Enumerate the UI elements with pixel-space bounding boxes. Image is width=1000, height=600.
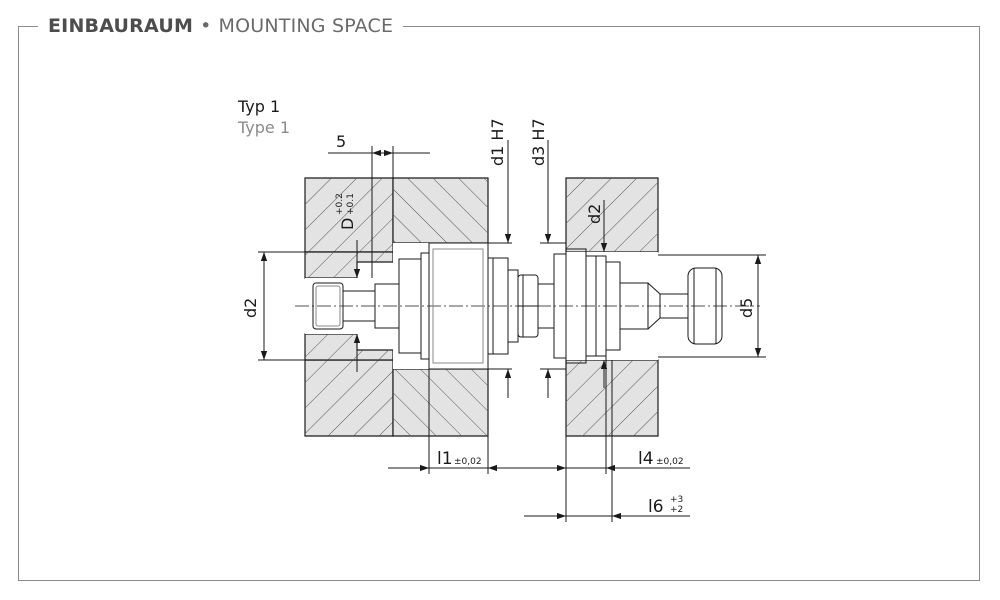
dimension-5 — [328, 146, 430, 278]
left-plate-hatch — [305, 178, 393, 436]
dimension-l4-label: l4 — [638, 449, 654, 469]
dimension-d2-left-label: d2 — [241, 298, 260, 318]
dimension-d1-label: d1 H7 — [488, 118, 507, 166]
dimension-l6-tol-upper: +3 — [670, 495, 683, 505]
header-title-de: EINBAURAUM — [48, 15, 194, 37]
dimension-d2-left — [258, 251, 305, 361]
dimension-l4-tol: ±0,02 — [656, 457, 684, 467]
dimension-l1 — [388, 369, 530, 474]
dimension-l1-tol: ±0,02 — [454, 457, 482, 467]
right-bushing — [537, 248, 723, 364]
dimension-D-tol-lower: +0.1 — [346, 193, 356, 215]
dimension-l6-tol-lower: +2 — [670, 505, 683, 515]
dimension-d3-label: d3 H7 — [529, 118, 548, 166]
type-label-en: Type 1 — [237, 118, 290, 137]
dimension-l1-label: l1 — [437, 449, 453, 469]
dimension-l6-label: l6 — [648, 497, 664, 517]
section-header: EINBAURAUM • MOUNTING SPACE — [38, 12, 404, 40]
dimension-d3 — [540, 140, 566, 398]
dimension-l4 — [524, 356, 690, 522]
dimension-d5 — [658, 254, 766, 358]
dimension-5-label: 5 — [336, 132, 346, 151]
header-title-en: MOUNTING SPACE — [218, 15, 394, 37]
left-plate-section — [304, 177, 394, 437]
dimension-D-tol-upper: +0.2 — [335, 193, 345, 215]
type-label-de: Typ 1 — [237, 97, 280, 116]
dimension-d5-label: d5 — [737, 298, 756, 318]
left-bushing — [312, 242, 539, 370]
dimension-d2-right-label: d2 — [585, 204, 604, 224]
dimension-d1 — [488, 140, 512, 398]
dimension-l6 — [524, 360, 690, 522]
header-separator: • — [200, 15, 212, 37]
dimension-D-label: D — [338, 218, 357, 230]
drawing-frame — [18, 26, 980, 581]
